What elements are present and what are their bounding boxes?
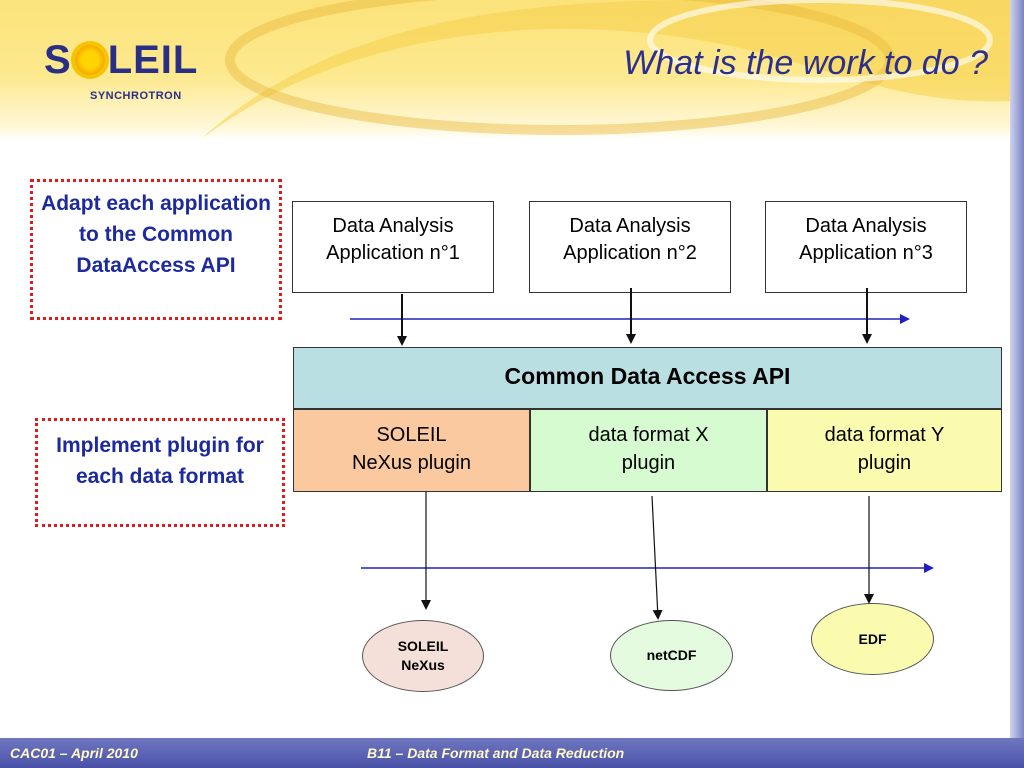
note-adapt-text: Adapt each application to the Common Dat…	[41, 192, 271, 277]
format-soleil-nexus-line2: NeXus	[401, 657, 445, 673]
plugin-soleil-nexus: SOLEIL NeXus plugin	[293, 409, 530, 492]
format-netcdf: netCDF	[610, 620, 733, 691]
plugin-soleil-nexus-line2: NeXus plugin	[352, 452, 471, 474]
app-box-1: Data Analysis Application n°1	[292, 201, 494, 293]
format-netcdf-label: netCDF	[646, 647, 697, 663]
app-box-2-line1: Data Analysis	[569, 215, 691, 237]
plugin-data-format-y-line1: data format Y	[824, 424, 945, 446]
plugin-data-format-x-line1: data format X	[588, 424, 709, 446]
plugin-data-format-x-line2: plugin	[621, 452, 676, 474]
arrow-plugin2-to-format	[651, 495, 663, 620]
app-box-3-line2: Application n°3	[799, 242, 933, 264]
common-data-access-api-bar: Common Data Access API	[293, 347, 1002, 409]
plugin-data-format-y: data format Y plugin	[767, 409, 1002, 492]
app-box-1-line2: Application n°1	[326, 242, 460, 264]
page-title: What is the work to do ?	[623, 44, 988, 82]
footer-session: B11 – Data Format and Data Reduction	[367, 745, 625, 761]
sun-icon	[74, 45, 105, 75]
plugin-soleil-nexus-line1: SOLEIL	[376, 424, 447, 446]
plugin-data-format-x: data format X plugin	[530, 409, 767, 492]
format-soleil-nexus-line1: SOLEIL	[397, 638, 449, 654]
note-adapt-applications: Adapt each application to the Common Dat…	[30, 179, 282, 320]
app-box-2: Data Analysis Application n°2	[529, 201, 731, 293]
app-box-1-line1: Data Analysis	[332, 215, 454, 237]
note-implement-plugin: Implement plugin for each data format	[35, 418, 285, 527]
header-swoosh-decoration	[200, 0, 1024, 140]
logo-subtitle: SYNCHROTRON	[90, 90, 182, 102]
app-box-2-line2: Application n°2	[563, 242, 697, 264]
footer-bar: CAC01 – April 2010 B11 – Data Format and…	[0, 738, 1024, 768]
footer-event: CAC01 – April 2010	[10, 745, 138, 761]
format-edf-label: EDF	[858, 630, 887, 647]
note-implement-text: Implement plugin for each data format	[56, 434, 264, 488]
format-soleil-nexus: SOLEIL NeXus	[362, 620, 484, 692]
app-box-3: Data Analysis Application n°3	[765, 201, 967, 293]
right-edge-band	[1010, 0, 1024, 768]
app-box-3-line1: Data Analysis	[805, 215, 927, 237]
plugin-data-format-y-line2: plugin	[857, 452, 912, 474]
